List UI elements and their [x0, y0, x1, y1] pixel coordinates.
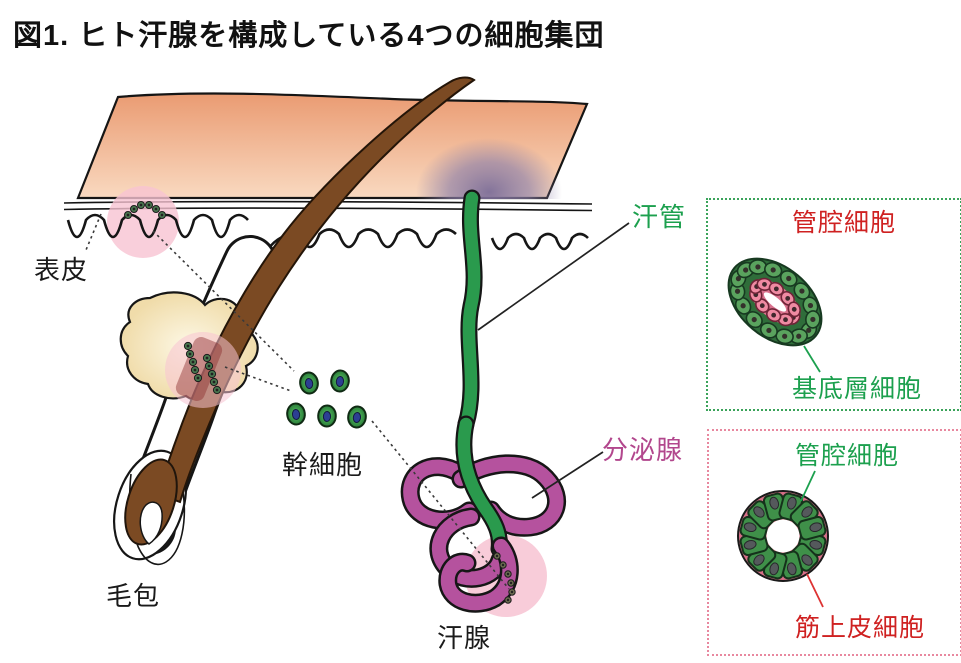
- secretory-myoepithelial-cells-label: 筋上皮細胞: [795, 614, 926, 642]
- duct-luminal-cells-label: 管腔細胞: [792, 209, 897, 237]
- secretory-inset-box: 管腔細胞 筋上皮細胞: [707, 429, 961, 656]
- myoepithelial-pointer-line: [806, 573, 824, 608]
- hair-follicle-label: 毛包: [106, 581, 161, 611]
- sweat-gland-label: 汗腺: [437, 623, 492, 653]
- sweat-duct-label: 汗管: [632, 202, 687, 232]
- bulge-tint: [175, 337, 223, 401]
- duct-cross-section-illustration: [727, 257, 823, 373]
- secretory-luminal-cells-label: 管腔細胞: [795, 442, 900, 470]
- epidermis-niche-highlight: [107, 186, 179, 258]
- dermal-papilla: [139, 501, 163, 545]
- bulge-stem-cell-cluster: [183, 341, 222, 395]
- luminal-pointer-line: [800, 470, 816, 502]
- secretory-gland-label: 分泌腺: [602, 435, 684, 465]
- skin-surface-band: [76, 92, 589, 200]
- duct-basal-cells-label: 基底層細胞: [792, 375, 923, 403]
- sweat-duct: [457, 189, 483, 433]
- duct-inset-box: 管腔細胞 基底層細胞: [706, 198, 961, 411]
- stem-cells-label: 幹細胞: [282, 450, 364, 480]
- basal-pointer-line: [803, 345, 821, 373]
- dotted-connectors: [85, 213, 510, 590]
- bulge-niche-highlight: [165, 332, 241, 408]
- secretory-cross-section-illustration: [737, 470, 829, 608]
- gland-stem-cell-cluster: [493, 552, 516, 604]
- sweat-pore-shadow: [416, 138, 562, 199]
- stem-cells-illustration: [286, 369, 367, 429]
- epidermis-label: 表皮: [34, 255, 89, 285]
- epidermis-stem-cell-cluster: [124, 201, 166, 219]
- pointer-lines: [477, 222, 630, 499]
- figure-title: 図1. ヒト汗腺を構成している4つの細胞集団: [13, 20, 605, 52]
